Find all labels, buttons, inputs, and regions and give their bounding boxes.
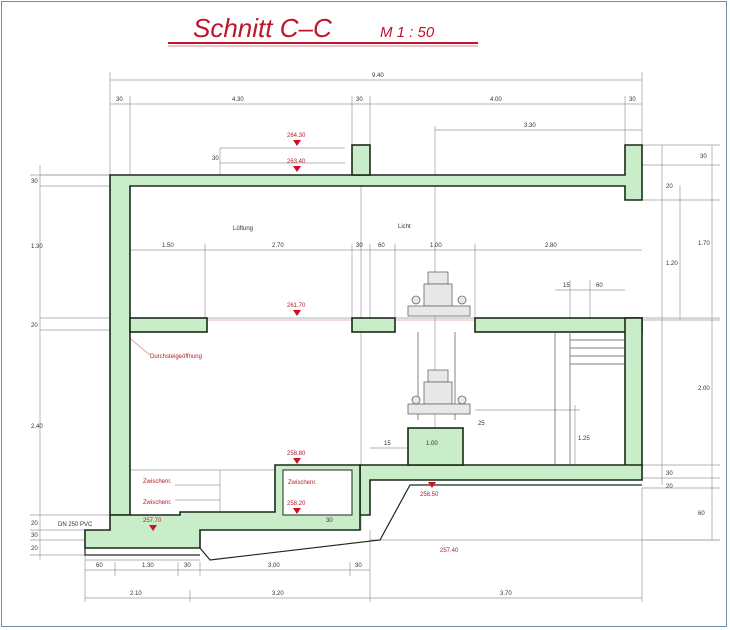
level-lower-step: 258.20 [287,501,306,507]
dim-left-3: 20 [31,323,38,329]
dim-bottom-5: 30 [355,563,362,569]
dim-bottom-1: 60 [96,563,103,569]
dim-pump-small: 25 [478,421,485,427]
dim-bottom-7: 3.20 [272,591,284,597]
drawing-scale: M 1 : 50 [380,24,435,41]
level-marker-lower-step [293,508,301,514]
dim-right-3: 1.70 [698,241,710,247]
lower-right-floor [359,464,643,516]
dim-upper-right: 3.30 [524,123,536,129]
dim-left-4: 2.40 [31,424,43,430]
dim-pipe: 30 [326,518,333,524]
dim-left-5: 20 [31,521,38,527]
dim-bottom-4: 3.00 [268,563,280,569]
roof-parapet [351,144,371,176]
dim-right-6: 30 [666,471,673,477]
dim-ladder-a: 15 [563,283,570,289]
middle-slab-center [351,317,396,333]
dim-right-1: 30 [700,154,707,160]
dim-top-5: 30 [629,97,636,103]
level-marker-bottom-right [428,482,436,488]
level-marker-top [293,140,301,146]
pump-plinth [407,427,464,466]
label-room-upper-right: Licht [398,224,411,230]
dim-mid-5: 1.00 [430,243,442,249]
drawing-title: Schnitt C–C [193,13,332,43]
label-zone-a: Zwischenr. [143,479,172,485]
dim-right-8: 60 [698,511,705,517]
label-zone-b: Zwischenr. [143,500,172,506]
middle-slab-right [474,317,643,333]
dim-left-6: 30 [31,533,38,539]
level-marker-lower-left [149,525,157,531]
middle-slab-left [129,317,208,333]
level-roof: 263.40 [287,159,306,165]
label-pipe: DN 250 PVC [58,522,93,528]
level-middle: 261.70 [287,303,306,309]
label-opening: Durchsteigeöffnung [150,354,202,360]
dim-left-1: 30 [31,179,38,185]
dim-parapet: 30 [212,156,219,162]
dim-mid-2: 2.70 [272,243,284,249]
dim-pump-height: 1.25 [578,436,590,442]
level-ground: 257.40 [440,548,459,554]
dim-right-2: 20 [666,184,673,190]
dim-mid-6: 2.80 [545,243,557,249]
dim-bottom-6: 2.10 [130,591,142,597]
dim-right-7: 20 [666,484,673,490]
level-marker-lower-mid [293,458,301,464]
dim-left-2: 1.30 [31,244,43,250]
dim-bottom-3: 30 [184,563,191,569]
level-bottom-right: 258.50 [420,492,439,498]
dim-mid-1: 1.50 [162,243,174,249]
label-room-upper: Lüftung [233,226,253,232]
dim-top-2: 4.30 [232,97,244,103]
dim-overall: 9.40 [372,73,384,79]
level-markers [149,140,436,531]
right-wall [624,317,643,467]
level-marker-roof [293,166,301,172]
dim-step: 15 [384,441,391,447]
level-top: 264.30 [287,133,306,139]
dim-mid-4: 60 [378,243,385,249]
level-marker-middle [293,310,301,316]
dim-left-7: 20 [31,546,38,552]
dim-top-3: 30 [356,97,363,103]
pump-lower [407,369,471,415]
dim-top-4: 4.00 [490,97,502,103]
level-lower-left: 257.70 [143,518,162,524]
ground-lines [84,484,642,561]
floor-detail [282,469,353,516]
level-lower-mid: 258.80 [287,451,306,457]
dim-ladder-b: 60 [596,283,603,289]
dim-right-4: 1.20 [666,261,678,267]
dim-mid-3: 30 [356,243,363,249]
dim-bottom-8: 3.70 [500,591,512,597]
dim-top-1: 30 [116,97,123,103]
dim-pump-base: 1.00 [426,441,438,447]
dim-right-5: 2.00 [698,386,710,392]
dim-bottom-2: 1.30 [142,563,154,569]
label-zone-c: Zwischenr. [288,480,317,486]
stair [554,332,625,465]
walls [84,144,643,549]
